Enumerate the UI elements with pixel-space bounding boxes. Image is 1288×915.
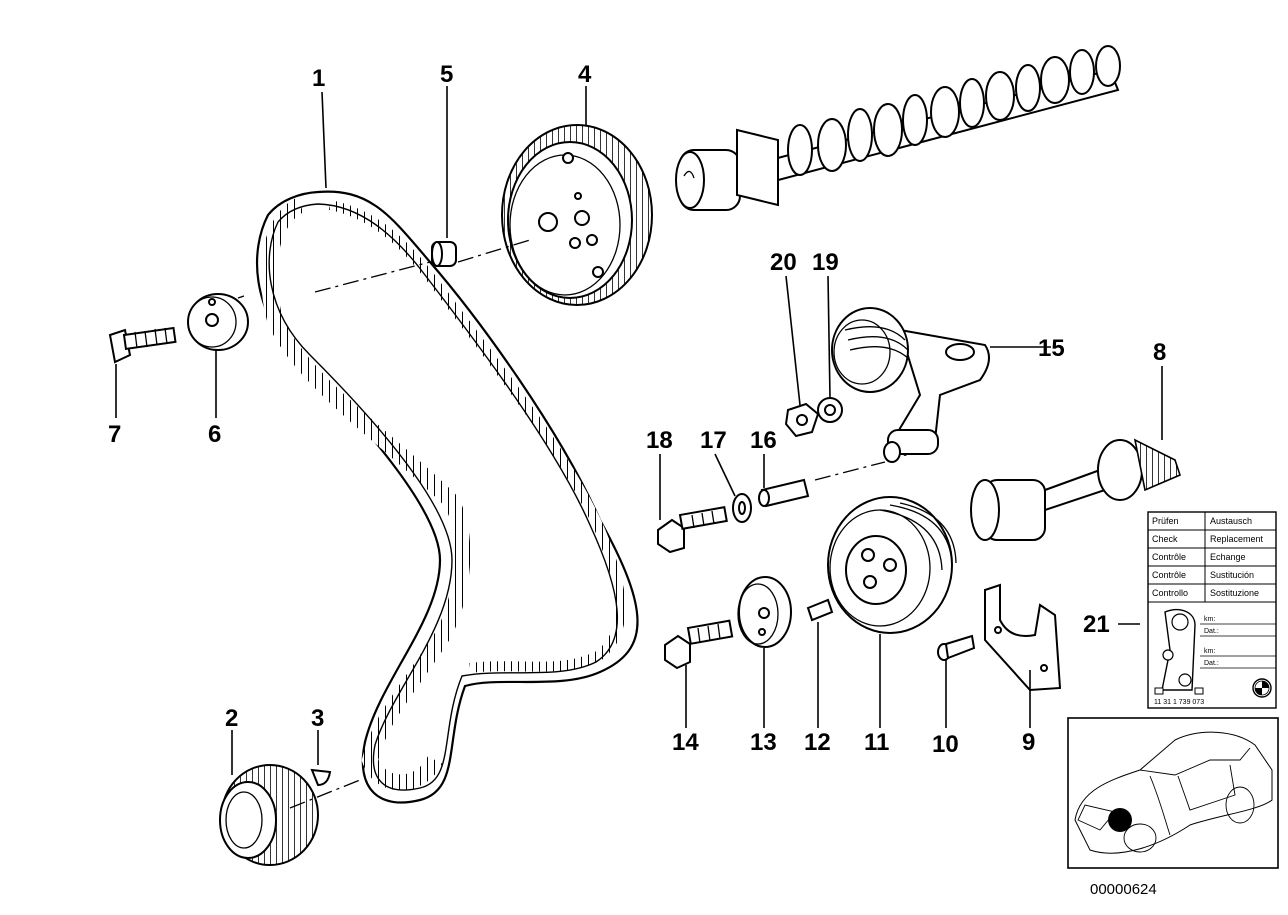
timing-belt bbox=[255, 190, 639, 804]
dowel-pin bbox=[431, 241, 457, 267]
date-field-label: Dat.: bbox=[1204, 660, 1219, 667]
callout-18: 18 bbox=[646, 427, 673, 454]
callout-4: 4 bbox=[578, 61, 592, 88]
centerline-belt bbox=[314, 261, 431, 293]
pin-12 bbox=[806, 598, 834, 622]
callout-19: 19 bbox=[812, 249, 839, 276]
bolt-18 bbox=[657, 506, 728, 554]
date-field-label: Dat.: bbox=[1204, 628, 1219, 635]
idler-pulley bbox=[827, 496, 957, 634]
callout-21: 21 bbox=[1083, 611, 1110, 638]
part-code: 11 31 1 739 073 bbox=[1154, 699, 1204, 706]
camshaft bbox=[675, 45, 1121, 211]
location-marker bbox=[1108, 808, 1132, 832]
callout-7: 7 bbox=[108, 421, 121, 448]
diagram-id: 00000624 bbox=[1090, 881, 1157, 898]
callout-16: 16 bbox=[750, 427, 777, 454]
callout-6: 6 bbox=[208, 421, 221, 448]
washer-6 bbox=[187, 293, 249, 351]
centerline-dowel bbox=[457, 239, 531, 263]
nut-20 bbox=[784, 402, 820, 438]
bolt-14 bbox=[664, 619, 734, 670]
woodruff-key bbox=[310, 768, 332, 787]
vehicle-location-inset bbox=[1067, 717, 1279, 869]
callout-3: 3 bbox=[311, 705, 324, 732]
km-field-label: km: bbox=[1204, 616, 1215, 623]
table-cell: Sostituzione bbox=[1210, 588, 1259, 598]
callout-17: 17 bbox=[700, 427, 727, 454]
km-field-label: km: bbox=[1204, 648, 1215, 655]
callout-2: 2 bbox=[225, 705, 238, 732]
table-cell: Austausch bbox=[1210, 516, 1252, 526]
eccentric-13 bbox=[737, 576, 792, 648]
centerline-key bbox=[289, 779, 361, 809]
table-cell: Contrôle bbox=[1152, 552, 1186, 562]
leader-lines bbox=[115, 86, 1163, 775]
callout-labels: 1 2 3 4 5 6 7 8 9 10 11 12 13 14 15 16 1… bbox=[108, 61, 1166, 758]
centerline-sleeve bbox=[814, 461, 886, 481]
callout-20: 20 bbox=[770, 249, 797, 276]
callout-13: 13 bbox=[750, 729, 777, 756]
spring-washer-17 bbox=[732, 493, 752, 523]
table-cell: Echange bbox=[1210, 552, 1246, 562]
screw-10 bbox=[937, 634, 976, 661]
callout-5: 5 bbox=[440, 61, 453, 88]
bracket-plate-9 bbox=[984, 583, 1062, 692]
tensioner-pulley bbox=[831, 307, 990, 463]
table-cell: Sustitución bbox=[1210, 570, 1254, 580]
table-cell: Check bbox=[1152, 534, 1178, 544]
belt-sketch bbox=[1161, 608, 1196, 691]
callout-1: 1 bbox=[312, 65, 325, 92]
callout-14: 14 bbox=[672, 729, 699, 756]
intermediate-shaft bbox=[970, 438, 1181, 541]
crank-sprocket bbox=[219, 764, 319, 866]
callout-9: 9 bbox=[1022, 729, 1035, 756]
table-cell: Replacement bbox=[1210, 534, 1264, 544]
table-cell: Controllo bbox=[1152, 588, 1188, 598]
callout-12: 12 bbox=[804, 729, 831, 756]
sleeve-16 bbox=[758, 478, 810, 508]
service-label: Prüfen Austausch Check Replacement Contr… bbox=[1147, 511, 1277, 709]
bolt-7 bbox=[108, 326, 177, 364]
callout-8: 8 bbox=[1153, 339, 1166, 366]
table-cell: Contrôle bbox=[1152, 570, 1186, 580]
callout-15: 15 bbox=[1038, 335, 1065, 362]
washer-19 bbox=[817, 397, 843, 423]
camshaft-sprocket bbox=[501, 124, 653, 306]
callout-11: 11 bbox=[864, 729, 889, 756]
callout-10: 10 bbox=[932, 731, 959, 758]
bmw-logo-icon bbox=[1252, 678, 1272, 698]
table-cell: Prüfen bbox=[1152, 516, 1179, 526]
